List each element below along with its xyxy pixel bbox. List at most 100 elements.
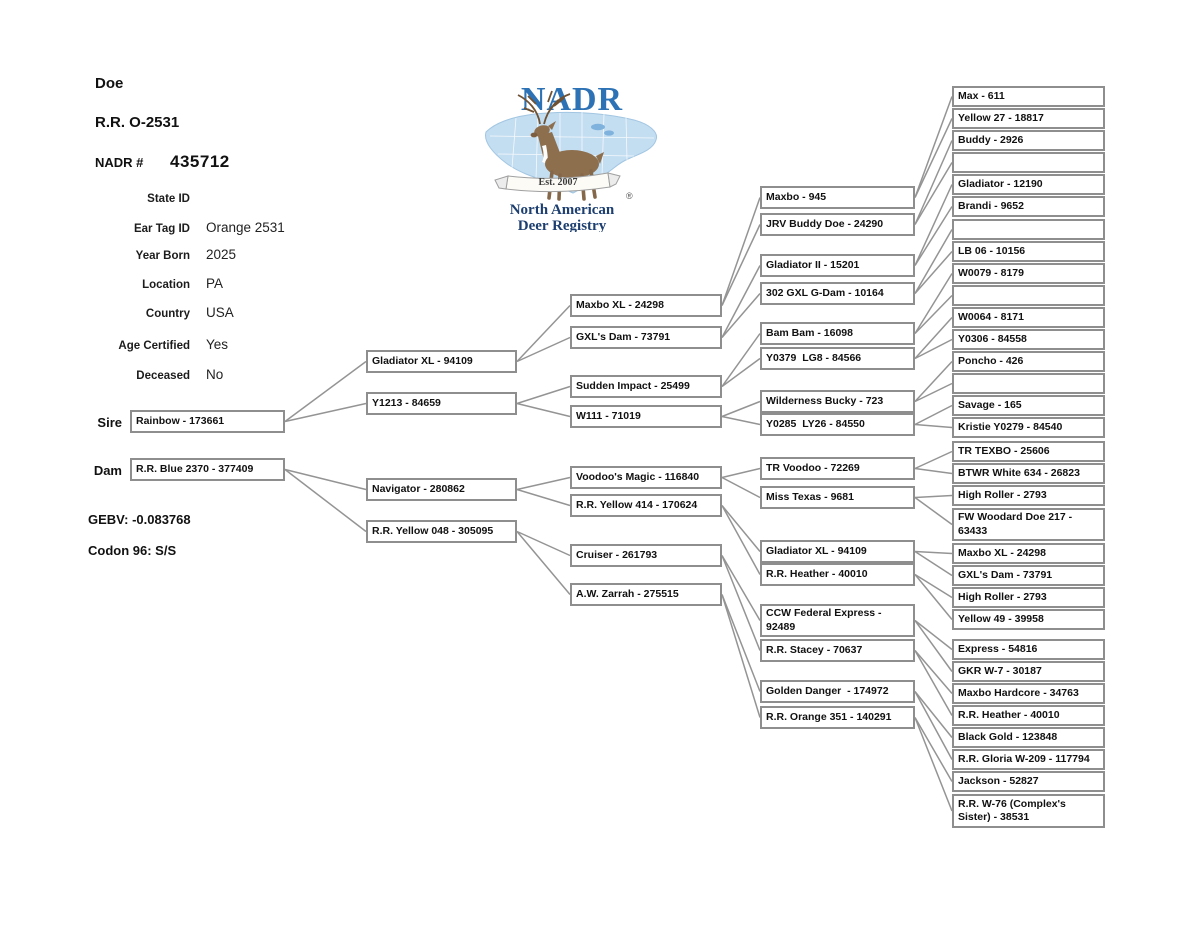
pedigree-node: R.R. Stacey - 70637 — [760, 639, 915, 662]
pedigree-node: GKR W-7 - 30187 — [952, 661, 1105, 682]
animal-name: R.R. O-2531 — [95, 114, 180, 131]
detail-value: PA — [206, 276, 224, 291]
detail-row-year-born: Year Born 2025 — [90, 247, 236, 262]
pedigree-node: R.R. Heather - 40010 — [952, 705, 1105, 726]
nadr-logo: NADR — [485, 81, 658, 232]
pedigree-node: Navigator - 280862 — [366, 478, 517, 501]
pedigree-node: Sudden Impact - 25499 — [570, 375, 722, 398]
pedigree-node: Maxbo XL - 24298 — [570, 294, 722, 317]
detail-label: Country — [145, 308, 190, 320]
pedigree-node: A.W. Zarrah - 275515 — [570, 583, 722, 606]
pedigree-node: R.R. Yellow 414 - 170624 — [570, 494, 722, 517]
pedigree-node: Y0379 LG8 - 84566 — [760, 347, 915, 370]
detail-row-country: Country USA — [90, 305, 234, 320]
pedigree-node: Gladiator II - 15201 — [760, 254, 915, 277]
pedigree-node: W0064 - 8171 — [952, 307, 1105, 328]
pedigree-node: GXL's Dam - 73791 — [952, 565, 1105, 586]
deer-body — [545, 150, 599, 178]
pedigree-node: R.R. Heather - 40010 — [760, 563, 915, 586]
logo-org-line2: Deer Registry — [518, 218, 607, 232]
logo-banner-text: Est. 2007 — [539, 177, 578, 188]
detail-label: Year Born — [135, 250, 190, 262]
pedigree-node: Y1213 - 84659 — [366, 392, 517, 415]
detail-label: Ear Tag ID — [133, 223, 190, 235]
registered-trademark-symbol: ® — [626, 191, 633, 201]
pedigree-node: Voodoo's Magic - 116840 — [570, 466, 722, 489]
detail-label: Age Certified — [118, 340, 190, 352]
species-title: Doe — [95, 75, 124, 92]
logo-org-line1: North American — [510, 202, 615, 218]
pedigree-node: Y0306 - 84558 — [952, 329, 1105, 350]
detail-row-ear-tag: Ear Tag ID Orange 2531 — [90, 220, 285, 235]
pedigree-node: Maxbo - 945 — [760, 186, 915, 209]
pedigree-node-empty — [952, 219, 1105, 240]
deer-chest — [542, 145, 548, 164]
pedigree-node: TR TEXBO - 25606 — [952, 441, 1105, 462]
pedigree-node: Y0285 LY26 - 84550 — [760, 413, 915, 436]
pedigree-node-sire: Rainbow - 173661 — [130, 410, 285, 433]
detail-label: Deceased — [136, 370, 190, 382]
logo-acronym: NADR — [521, 81, 623, 118]
detail-row-location: Location PA — [90, 276, 223, 291]
detail-label: State ID — [147, 193, 190, 205]
pedigree-node-empty — [952, 152, 1105, 173]
pedigree-node: Max - 611 — [952, 86, 1105, 107]
pedigree-node: GXL's Dam - 73791 — [570, 326, 722, 349]
pedigree-node: Brandi - 9652 — [952, 196, 1105, 217]
pedigree-node: Maxbo XL - 24298 — [952, 543, 1105, 564]
pedigree-node: Gladiator XL - 94109 — [760, 540, 915, 563]
pedigree-node: Miss Texas - 9681 — [760, 486, 915, 509]
detail-value: No — [206, 367, 224, 382]
pedigree-node: Express - 54816 — [952, 639, 1105, 660]
pedigree-node-empty — [952, 373, 1105, 394]
pedigree-node: Jackson - 52827 — [952, 771, 1105, 792]
detail-value: Orange 2531 — [206, 220, 285, 235]
pedigree-node: Poncho - 426 — [952, 351, 1105, 372]
pedigree-node: R.R. Gloria W-209 - 117794 — [952, 749, 1105, 770]
pedigree-node: Cruiser - 261793 — [570, 544, 722, 567]
detail-row-age-certified: Age Certified Yes — [90, 337, 228, 352]
nadr-number-value: 435712 — [170, 152, 230, 171]
pedigree-node: Maxbo Hardcore - 34763 — [952, 683, 1105, 704]
deer-tail — [596, 152, 604, 164]
pedigree-node: 302 GXL G-Dam - 10164 — [760, 282, 915, 305]
pedigree-node: Buddy - 2926 — [952, 130, 1105, 151]
detail-row-deceased: Deceased No — [90, 367, 223, 382]
pedigree-node: Black Gold - 123848 — [952, 727, 1105, 748]
map-lake — [591, 123, 605, 131]
detail-value: Yes — [206, 337, 229, 352]
deer-antlers — [517, 90, 571, 125]
nadr-number-label: NADR # — [95, 155, 144, 170]
pedigree-node: Gladiator - 12190 — [952, 174, 1105, 195]
deer-muzzle — [530, 132, 538, 138]
pedigree-node: LB 06 - 10156 — [952, 241, 1105, 262]
gebv-value: GEBV: -0.083768 — [88, 512, 191, 527]
pedigree-node: R.R. W-76 (Complex's Sister) - 38531 — [952, 794, 1105, 828]
pedigree-node: TR Voodoo - 72269 — [760, 457, 915, 480]
sire-label: Sire — [97, 415, 122, 430]
pedigree-node-dam: R.R. Blue 2370 - 377409 — [130, 458, 285, 481]
detail-value: USA — [206, 305, 234, 320]
pedigree-node: High Roller - 2793 — [952, 587, 1105, 608]
pedigree-node: Gladiator XL - 94109 — [366, 350, 517, 373]
dam-label: Dam — [93, 463, 122, 478]
deer-ear — [548, 121, 556, 130]
pedigree-node: R.R. Orange 351 - 140291 — [760, 706, 915, 729]
pedigree-node: Kristie Y0279 - 84540 — [952, 417, 1105, 438]
logo-banner-end — [607, 172, 621, 188]
detail-row-state-id: State ID — [90, 193, 206, 205]
detail-value: 2025 — [206, 247, 237, 262]
codon-value: Codon 96: S/S — [88, 543, 177, 558]
pedigree-node: Yellow 49 - 39958 — [952, 609, 1105, 630]
pedigree-node: BTWR White 634 - 26823 — [952, 463, 1105, 484]
pedigree-node-empty — [952, 285, 1105, 306]
pedigree-node: Wilderness Bucky - 723 — [760, 390, 915, 413]
pedigree-node: Bam Bam - 16098 — [760, 322, 915, 345]
pedigree-node: Golden Danger - 174972 — [760, 680, 915, 703]
pedigree-node: High Roller - 2793 — [952, 485, 1105, 506]
pedigree-node: W0079 - 8179 — [952, 263, 1105, 284]
pedigree-node: Yellow 27 - 18817 — [952, 108, 1105, 129]
pedigree-node: CCW Federal Express - 92489 — [760, 604, 915, 637]
pedigree-node: R.R. Yellow 048 - 305095 — [366, 520, 517, 543]
